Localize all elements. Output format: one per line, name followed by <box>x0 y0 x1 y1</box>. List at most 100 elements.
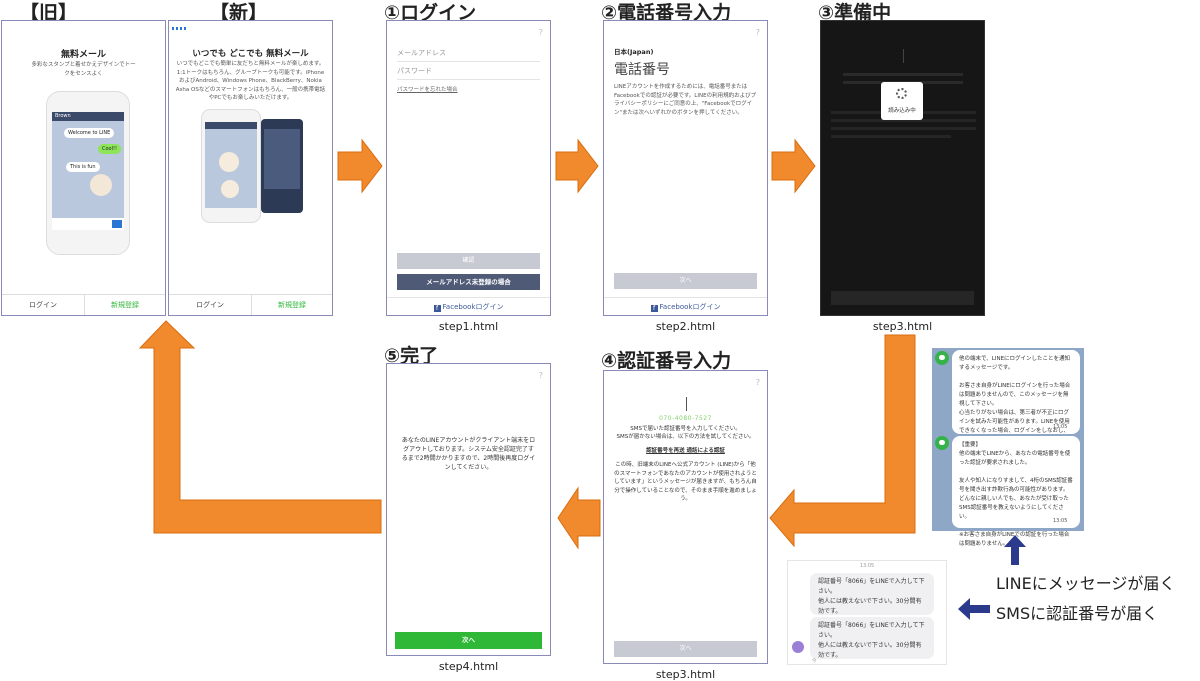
step1-confirm-button[interactable]: 確認 <box>397 253 540 269</box>
step3-dim-button <box>831 291 974 305</box>
step2-phone-heading[interactable]: 電話番号 <box>614 62 670 78</box>
old-signup-button[interactable]: 新規登録 <box>111 301 139 309</box>
step1-screen: ? メールアドレス パスワード パスワードを忘れた場合 確認 メールアドレス未登… <box>386 20 551 316</box>
sticker-bear-icon <box>90 174 112 196</box>
line-message-2-title: 【重要】 <box>959 442 982 448</box>
sms-message-2: 認証番号「8066」をLINEで入力して下さい。 他人には教えないで下さい。30… <box>810 617 934 659</box>
step3b-phone: 070-4080-7527 <box>659 415 712 422</box>
arrow-step1-to-step2 <box>555 138 599 194</box>
line-logo-icon <box>935 351 949 365</box>
new-phone-front-screen <box>205 122 257 208</box>
step4-next-button[interactable]: 次へ <box>395 632 542 649</box>
caption-step2: step2.html <box>655 320 716 333</box>
line-message-2-time: 13:05 <box>1053 518 1068 524</box>
step2-country[interactable]: 日本(Japan) <box>614 48 654 56</box>
arrow-step3b-to-step4 <box>557 486 601 550</box>
step3b-resend-link[interactable]: 認証番号を再送 通話による認証 <box>646 448 725 454</box>
step2-facebook-label: Facebookログイン <box>659 303 721 311</box>
arrow-new-to-step1 <box>337 138 383 194</box>
step3b-line2: SMSが届かない場合は、以下の方法を試してください。 <box>616 434 755 440</box>
new-bottom-bar: ログイン 新規登録 <box>169 294 332 315</box>
sms-message-1: 認証番号「8066」をLINEで入力して下さい。 他人には教えないで下さい。30… <box>810 573 934 615</box>
step2-body: LINEアカウントを作成するためには、電話番号またはFacebookでの認証が必… <box>614 84 757 116</box>
line-logo-icon <box>935 436 949 450</box>
dim-text-5 <box>831 127 976 130</box>
sender-avatar-icon <box>792 641 804 653</box>
old-phone: Brown Welcome to LINE Cool!! This is fun <box>46 91 130 255</box>
dim-text-1 <box>843 73 963 76</box>
left-arrow-icon <box>958 598 990 620</box>
step2-screen: ? 日本(Japan) 電話番号 LINEアカウントを作成するためには、電話番号… <box>603 20 768 316</box>
new-login-button[interactable]: ログイン <box>169 295 252 315</box>
new-signup-button[interactable]: 新規登録 <box>278 301 306 309</box>
old-chat-fun: This is fun <box>66 162 100 172</box>
caption-step4: step4.html <box>438 660 499 673</box>
arrow-step2-to-step3 <box>771 138 816 194</box>
step4-screen: ? あなたのLINEアカウントがクライアント端末をログアウトしております。システ… <box>386 363 551 656</box>
new-phone-front-header <box>205 122 257 129</box>
line-message-2: 【重要】 他の端末でLINEから、あなたの電話番号を使った認証が要求されました。… <box>952 436 1080 547</box>
step1-no-email-button[interactable]: メールアドレス未登録の場合 <box>397 274 540 290</box>
label-verify: ④認証番号入力 <box>601 350 732 372</box>
new-phone-front <box>201 109 261 223</box>
loading-dialog: 読み込み中 <box>881 82 923 120</box>
new-phone-back-screen <box>264 129 300 189</box>
caption-step3-top: step3.html <box>872 320 933 333</box>
line-message-1-time: 13:05 <box>1053 424 1068 430</box>
label-old: 【旧】 <box>20 2 78 24</box>
step3b-body: この時、旧端末のLINEへ公式アカウント (LINE)から「他のスマートフォンで… <box>614 462 757 502</box>
old-chat-cool: Cool!! <box>98 144 122 154</box>
old-phone-header: Brown <box>52 112 124 121</box>
step3b-next-button[interactable]: 次へ <box>614 641 757 657</box>
label-phone-input: ②電話番号入力 <box>601 2 732 24</box>
new-body: いつでもどこでも簡単に友だちと無料メールが楽しめます。1:1トークはもちろん、グ… <box>175 61 326 101</box>
dim-text-6 <box>831 135 951 138</box>
help-icon[interactable]: ? <box>538 371 543 380</box>
sms-panel: 13:05 認証番号「8066」をLINEで入力して下さい。 他人には教えないで… <box>787 560 947 665</box>
note-line-message: LINEにメッセージが届く <box>996 574 1176 593</box>
note-sms: SMSに認証番号が届く <box>996 604 1159 623</box>
sticker-bunny-icon <box>219 152 239 172</box>
step1-email-input[interactable]: メールアドレス <box>397 45 540 62</box>
arrow-step4-to-new <box>138 320 382 534</box>
step2-next-button[interactable]: 次へ <box>614 273 757 289</box>
label-login: ①ログイン <box>384 2 477 24</box>
label-preparing: ③準備中 <box>818 2 892 24</box>
new-screen: いつでも どこでも 無料メール いつでもどこでも簡単に友だちと無料メールが楽しめ… <box>168 20 333 316</box>
facebook-icon: f <box>650 305 658 312</box>
label-new: 【新】 <box>210 2 268 24</box>
arrow-step3-to-step3b <box>769 334 916 548</box>
caption-step1: step1.html <box>438 320 499 333</box>
help-icon[interactable]: ? <box>755 378 760 387</box>
old-login-button[interactable]: ログイン <box>2 295 85 315</box>
loading-label: 読み込み中 <box>888 108 916 114</box>
step2-divider <box>604 297 767 298</box>
up-arrow-icon <box>1004 535 1026 565</box>
help-icon[interactable]: ? <box>538 28 543 37</box>
old-input-bar <box>52 218 124 230</box>
label-done: ⑤完了 <box>384 345 439 367</box>
help-icon[interactable]: ? <box>755 28 760 37</box>
step4-body: あなたのLINEアカウントがクライアント端末をログアウトしております。システム安… <box>401 437 536 471</box>
spinner-icon <box>896 88 907 99</box>
dim-text-4 <box>831 119 976 122</box>
line-chat-panel: 他の端末で、LINEにログインしたことを通知するメッセージです。 お客さま自身が… <box>932 348 1084 547</box>
cursor-line <box>686 397 687 411</box>
step1-divider <box>387 297 550 298</box>
step1-password-input[interactable]: パスワード <box>397 63 540 80</box>
old-subtitle: 多彩なスタンプと着せかえデザインでトークをセンスよく <box>31 62 136 77</box>
sms-time: 13:05 <box>859 563 875 569</box>
sms-relative-time: 今 <box>812 659 817 664</box>
caption-step3-bottom: step3.html <box>655 668 716 681</box>
line-message-2-body: 他の端末でLINEから、あなたの電話番号を使った認証が要求されました。 友人や知… <box>959 451 1073 547</box>
send-icon <box>112 220 122 228</box>
step1-forgot-link[interactable]: パスワードを忘れた場合 <box>397 87 458 93</box>
old-bottom-bar: ログイン 新規登録 <box>2 294 165 315</box>
facebook-icon: f <box>433 305 441 312</box>
old-title: 無料メール <box>60 50 106 60</box>
sticker-bear-icon <box>221 180 239 198</box>
new-phone-back <box>261 119 303 213</box>
old-phone-screen: Brown Welcome to LINE Cool!! This is fun <box>52 112 124 230</box>
